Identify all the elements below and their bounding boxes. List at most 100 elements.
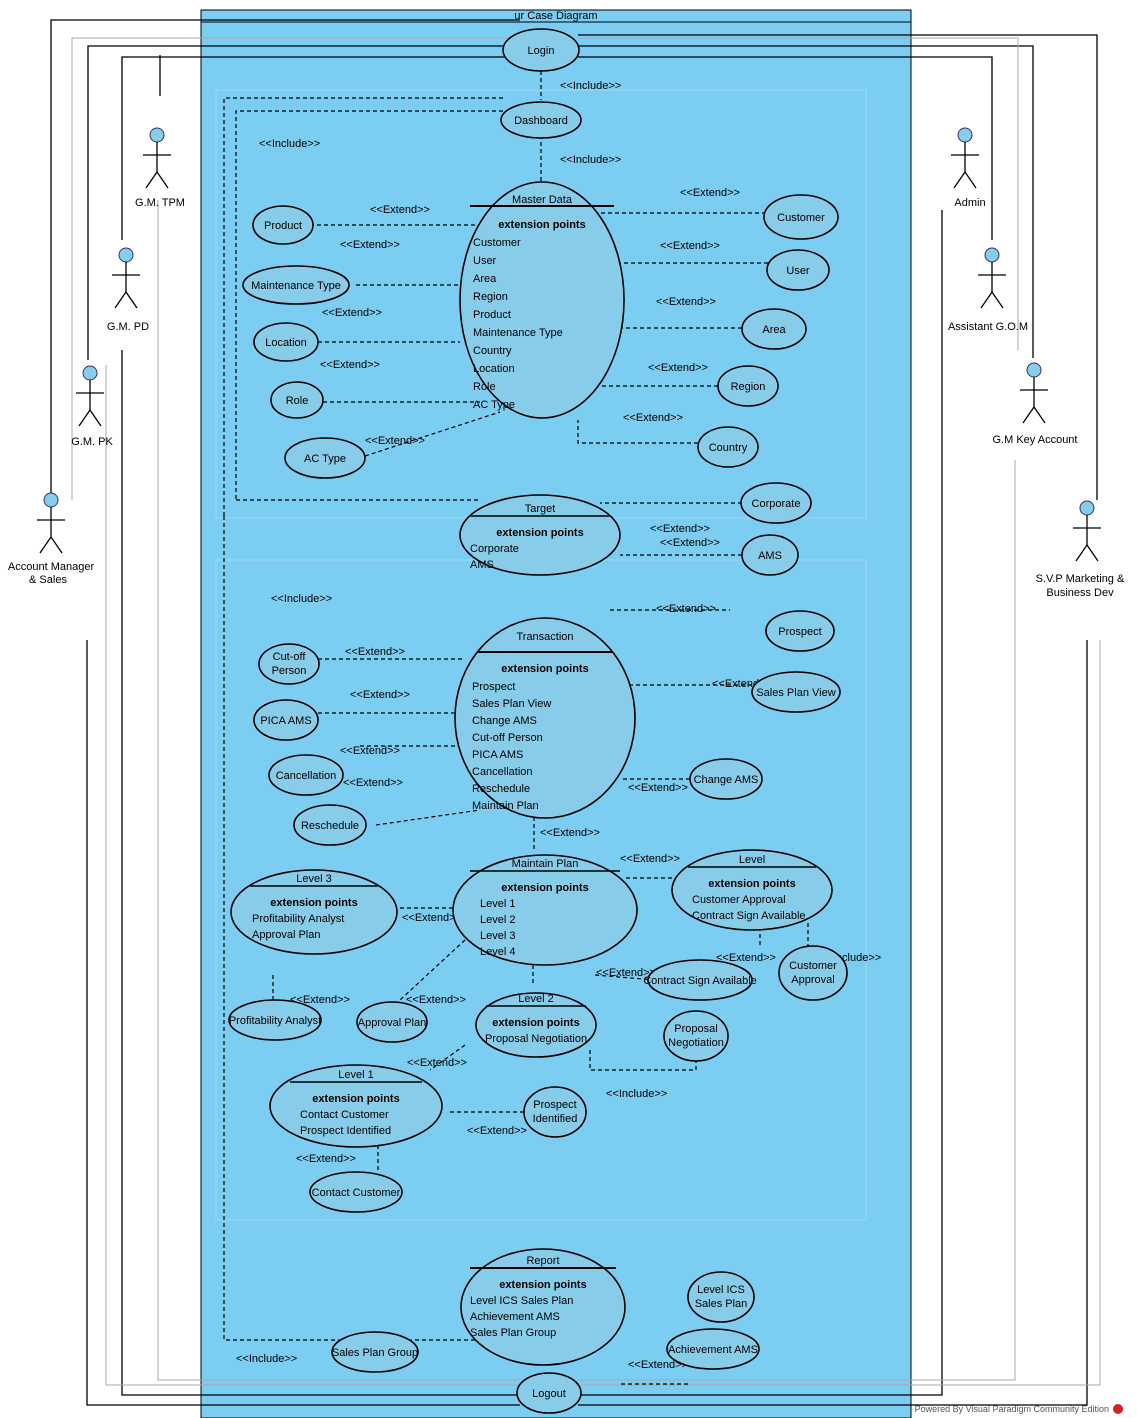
svg-text:Profitability Analyst: Profitability Analyst bbox=[252, 913, 344, 925]
svg-text:Approval Plan: Approval Plan bbox=[358, 1017, 427, 1029]
svg-text:Location: Location bbox=[265, 337, 307, 349]
svg-text:<<Extend>>: <<Extend>> bbox=[402, 912, 462, 924]
usecase-ac-type[interactable]: AC Type bbox=[284, 437, 366, 479]
svg-text:Level ICS Sales Plan: Level ICS Sales Plan bbox=[470, 1295, 573, 1307]
svg-text:extension points: extension points bbox=[492, 1017, 579, 1029]
usecase-prospect-identified[interactable]: Prospect Identified bbox=[523, 1086, 587, 1138]
svg-text:<<Extend>>: <<Extend>> bbox=[648, 362, 708, 374]
svg-text:User: User bbox=[473, 255, 497, 267]
usecase-prospect[interactable]: Prospect bbox=[765, 610, 835, 652]
actor-gm-pd[interactable]: G.M. PD bbox=[107, 247, 149, 333]
svg-text:Business Dev: Business Dev bbox=[1046, 587, 1114, 599]
svg-text:& Sales: & Sales bbox=[29, 574, 67, 586]
svg-text:<<Extend>>: <<Extend>> bbox=[680, 187, 740, 199]
actor-gm-pk[interactable]: G.M. PK bbox=[71, 365, 113, 448]
svg-text:Maintain Plan: Maintain Plan bbox=[512, 858, 579, 870]
usecase-level3[interactable]: Level 3 extension points Profitability A… bbox=[230, 869, 398, 955]
usecase-country[interactable]: Country bbox=[697, 426, 759, 468]
svg-text:Maintenance Type: Maintenance Type bbox=[473, 327, 563, 339]
svg-text:Identified: Identified bbox=[533, 1113, 578, 1125]
usecase-profitability-analyst[interactable]: Profitability Analyst bbox=[228, 999, 322, 1041]
usecase-cancellation[interactable]: Cancellation bbox=[268, 754, 344, 796]
usecase-customer-approval[interactable]: Customer Approval bbox=[778, 945, 848, 1001]
svg-text:Negotiation: Negotiation bbox=[668, 1037, 724, 1049]
svg-text:<<Extend>>: <<Extend>> bbox=[716, 952, 776, 964]
svg-text:Customer Approval: Customer Approval bbox=[692, 894, 786, 906]
usecase-location[interactable]: Location bbox=[253, 322, 319, 362]
svg-text:Maintain Plan: Maintain Plan bbox=[472, 800, 539, 812]
actor-svp-marketing[interactable]: S.V.P Marketing & Business Dev bbox=[1036, 500, 1125, 599]
usecase-level1[interactable]: Level 1 extension points Contact Custome… bbox=[269, 1064, 443, 1148]
svg-text:Level 3: Level 3 bbox=[480, 930, 515, 942]
usecase-reschedule[interactable]: Reschedule bbox=[293, 804, 367, 846]
usecase-login[interactable]: Login bbox=[502, 28, 580, 72]
svg-text:<<Extend>>: <<Extend>> bbox=[370, 204, 430, 216]
usecase-maintenance-type[interactable]: Maintenance Type bbox=[242, 265, 350, 305]
svg-text:Profitability Analyst: Profitability Analyst bbox=[229, 1015, 321, 1027]
usecase-transaction[interactable]: Transaction extension points Prospect Sa… bbox=[454, 617, 636, 819]
svg-text:Logout: Logout bbox=[532, 1388, 566, 1400]
svg-text:<<Extend>>: <<Extend>> bbox=[620, 853, 680, 865]
svg-text:PICA AMS: PICA AMS bbox=[472, 749, 523, 761]
svg-text:Contract Sign Available: Contract Sign Available bbox=[692, 910, 806, 922]
svg-text:S.V.P Marketing &: S.V.P Marketing & bbox=[1036, 573, 1125, 585]
svg-text:Level 3: Level 3 bbox=[296, 873, 331, 885]
svg-text:extension points: extension points bbox=[498, 219, 585, 231]
usecase-dashboard[interactable]: Dashboard bbox=[500, 101, 582, 139]
svg-text:G.M Key Account: G.M Key Account bbox=[993, 434, 1078, 446]
actor-gm-key-account[interactable]: G.M Key Account bbox=[993, 362, 1078, 446]
actor-admin[interactable]: Admin bbox=[951, 127, 986, 209]
usecase-sales-plan-view[interactable]: Sales Plan View bbox=[751, 671, 841, 713]
svg-text:Reschedule: Reschedule bbox=[472, 783, 530, 795]
svg-text:AMS: AMS bbox=[470, 559, 494, 571]
actor-assistant-gm[interactable]: Assistant G.O.M bbox=[948, 247, 1028, 333]
svg-text:G.M. PD: G.M. PD bbox=[107, 321, 149, 333]
usecase-contract-sign[interactable]: Contract Sign Available bbox=[643, 959, 757, 1001]
svg-text:Level 2: Level 2 bbox=[518, 993, 553, 1005]
usecase-region[interactable]: Region bbox=[717, 365, 779, 407]
usecase-achievement-ams[interactable]: Achievement AMS bbox=[666, 1328, 760, 1370]
svg-text:Cut-off: Cut-off bbox=[273, 651, 307, 663]
actor-gm-tpm[interactable]: G.M. TPM bbox=[135, 127, 185, 209]
usecase-corporate[interactable]: Corporate bbox=[740, 482, 812, 524]
svg-text:<<Extend>>: <<Extend>> bbox=[350, 689, 410, 701]
svg-text:<<Include>>: <<Include>> bbox=[259, 138, 320, 150]
svg-text:Corporate: Corporate bbox=[470, 543, 519, 555]
usecase-contact-customer[interactable]: Contact Customer bbox=[309, 1171, 403, 1213]
usecase-role[interactable]: Role bbox=[270, 381, 324, 419]
svg-text:Account Manager: Account Manager bbox=[8, 561, 95, 573]
svg-text:Prospect: Prospect bbox=[472, 681, 515, 693]
svg-text:Change AMS: Change AMS bbox=[472, 715, 537, 727]
usecase-approval-plan[interactable]: Approval Plan bbox=[356, 1001, 428, 1043]
svg-text:<<Extend>>: <<Extend>> bbox=[345, 646, 405, 658]
actor-account-manager[interactable]: Account Manager & Sales bbox=[8, 492, 95, 586]
usecase-proposal-negotiation[interactable]: Proposal Negotiation bbox=[663, 1010, 729, 1062]
usecase-level-ics[interactable]: Level ICS Sales Plan bbox=[687, 1271, 755, 1323]
diagram-title: ur Case Diagram bbox=[514, 10, 597, 22]
usecase-cutoff-person[interactable]: Cut-off Person bbox=[258, 643, 320, 685]
svg-text:<<Extend>>: <<Extend>> bbox=[656, 603, 716, 615]
usecase-change-ams[interactable]: Change AMS bbox=[689, 758, 763, 800]
usecase-logout[interactable]: Logout bbox=[516, 1372, 582, 1414]
usecase-ams[interactable]: AMS bbox=[741, 534, 799, 576]
svg-text:Role: Role bbox=[473, 381, 496, 393]
usecase-maintain-plan[interactable]: Maintain Plan extension points Level 1 L… bbox=[452, 854, 638, 966]
usecase-area[interactable]: Area bbox=[741, 308, 807, 350]
usecase-target[interactable]: Target extension points Corporate AMS bbox=[459, 494, 621, 576]
usecase-level4[interactable]: Level extension points Customer Approval… bbox=[671, 849, 833, 931]
svg-text:Product: Product bbox=[473, 309, 511, 321]
usecase-pica-ams[interactable]: PICA AMS bbox=[253, 699, 319, 741]
svg-text:<<Extend>>: <<Extend>> bbox=[467, 1125, 527, 1137]
svg-text:Country: Country bbox=[709, 442, 748, 454]
usecase-product-md[interactable]: Product bbox=[252, 205, 314, 245]
usecase-sales-plan-group[interactable]: Sales Plan Group bbox=[331, 1331, 419, 1373]
svg-text:Level 1: Level 1 bbox=[480, 898, 515, 910]
svg-text:Target: Target bbox=[525, 503, 556, 515]
usecase-report[interactable]: Report extension points Level ICS Sales … bbox=[460, 1248, 626, 1366]
usecase-user[interactable]: User bbox=[766, 249, 830, 291]
usecase-level2[interactable]: Level 2 extension points Proposal Negoti… bbox=[475, 992, 597, 1058]
svg-text:extension points: extension points bbox=[499, 1279, 586, 1291]
usecase-customer[interactable]: Customer bbox=[763, 194, 839, 240]
svg-text:Location: Location bbox=[473, 363, 515, 375]
usecase-master-data[interactable]: Master Data extension points Customer Us… bbox=[459, 181, 625, 419]
